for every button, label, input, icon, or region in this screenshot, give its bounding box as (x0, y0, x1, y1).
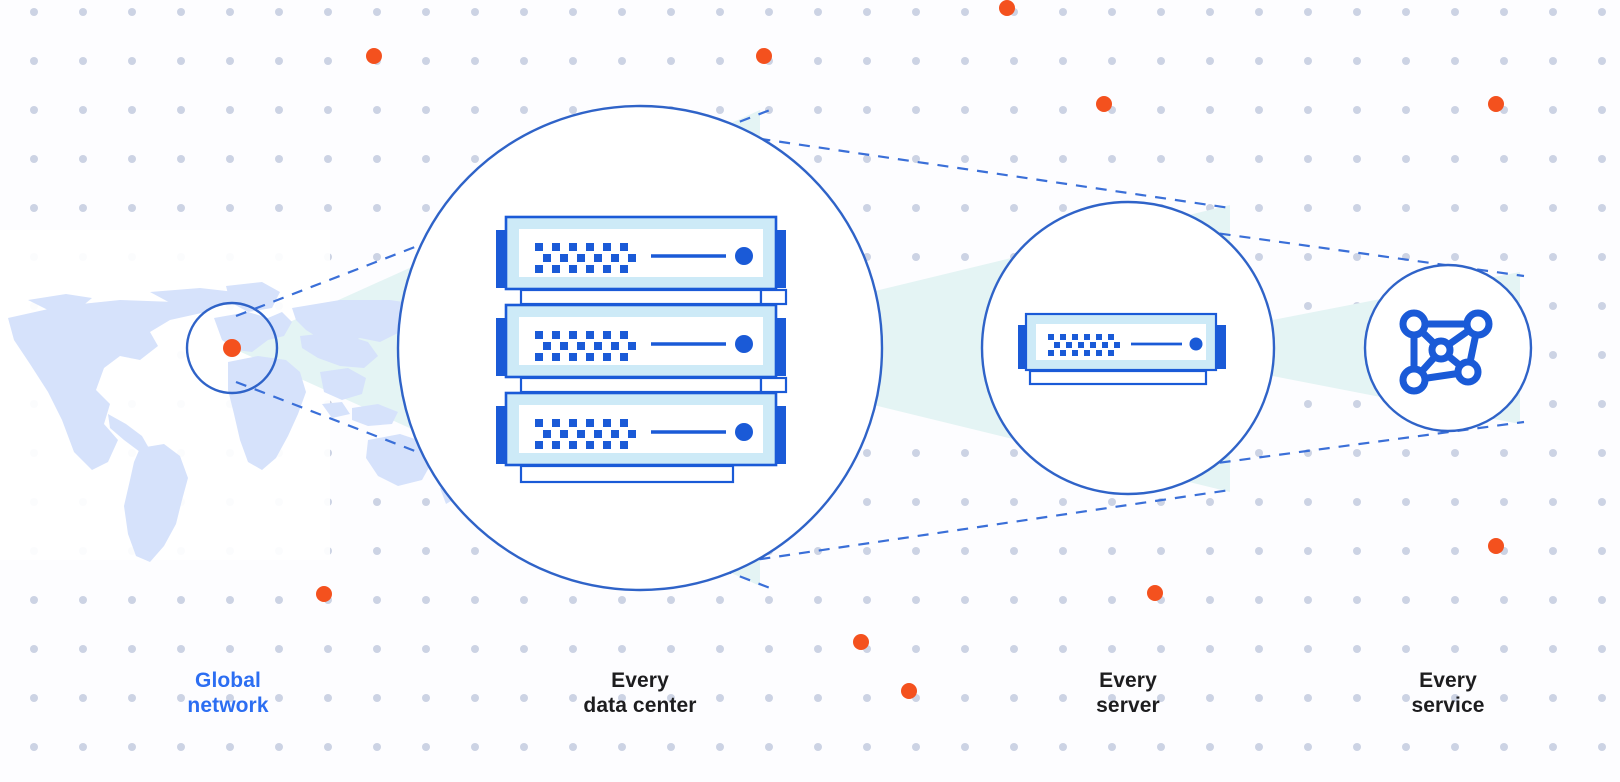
rack-unit-status-dot (735, 247, 753, 265)
mesh-nodes (1399, 309, 1493, 395)
server-led-matrix (1048, 334, 1120, 356)
rack-divider-1 (519, 288, 788, 306)
label-every-data-center: Every data center (583, 669, 697, 717)
rack-unit-status-dot (735, 335, 753, 353)
label-global-network: Global network (187, 669, 269, 717)
map-highlight-circle (185, 301, 279, 395)
rack-base-bar (519, 464, 735, 484)
server-status-dot (1189, 337, 1203, 351)
connector-datacenter-server-bottom (699, 488, 1231, 570)
world-map-landmass (8, 282, 456, 562)
server-base-bar (1028, 369, 1208, 386)
rack-divider-2 (519, 376, 788, 394)
rack-unit-led-matrix (535, 243, 636, 273)
map-location-marker-dot (223, 339, 241, 357)
rack-unit-led-matrix (535, 331, 636, 361)
label-every-server: Every server (1096, 669, 1160, 717)
orange-accent-dots (316, 0, 1504, 699)
rack-unit-3 (496, 391, 786, 467)
rack-unit-2 (496, 303, 786, 379)
label-every-service: Every service (1411, 669, 1485, 717)
rack-unit-led-matrix (535, 419, 636, 449)
rack-unit-1 (496, 215, 786, 291)
rack-unit-status-dot (735, 423, 753, 441)
connector-datacenter-server-top (699, 128, 1231, 210)
